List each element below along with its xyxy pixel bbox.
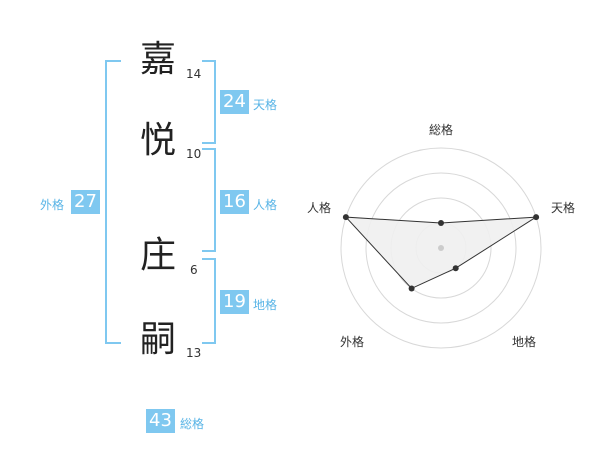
stroke-count-3: 6	[190, 263, 198, 277]
name-char-4: 嗣	[140, 319, 177, 360]
soukaku-value: 43	[146, 409, 175, 433]
radar-point-4	[342, 214, 349, 221]
radar-ring-4	[340, 147, 542, 349]
radar-points	[342, 214, 540, 292]
gaikaku-value: 27	[71, 190, 100, 214]
jinkaku-label: 人格	[253, 198, 278, 212]
name-char-1: 嘉	[140, 39, 177, 80]
stroke-count-2: 10	[186, 147, 202, 161]
tenkaku-bracket	[202, 60, 216, 144]
stroke-count-1: 14	[186, 67, 202, 81]
radar-ring-3	[365, 172, 517, 324]
name-char-2: 悦	[140, 120, 177, 161]
radar-data-polygon	[344, 216, 537, 290]
radar-label-soukaku: 総格	[429, 122, 453, 137]
chikaku-label: 地格	[253, 298, 278, 312]
radar-label-tenkaku: 天格	[551, 200, 575, 215]
radar-point-1	[533, 214, 540, 221]
jinkaku-bracket	[202, 148, 216, 252]
soukaku-label: 総格	[180, 417, 205, 431]
tenkaku-label: 天格	[253, 98, 278, 112]
jinkaku-value: 16	[220, 190, 249, 214]
chikaku-value: 19	[220, 290, 249, 314]
radar-point-2	[452, 265, 459, 272]
radar-point-3	[408, 285, 415, 292]
tenkaku-value: 24	[220, 90, 249, 114]
radar-label-chikaku: 地格	[512, 334, 536, 349]
chikaku-bracket	[202, 258, 216, 344]
radar-point-0	[438, 220, 444, 226]
radar-label-gaikaku: 外格	[340, 334, 364, 349]
gaikaku-label: 外格	[40, 198, 65, 212]
name-char-3: 庄	[140, 235, 177, 276]
radar-label-jinkaku: 人格	[307, 200, 331, 215]
radar-center-dot	[438, 245, 444, 251]
stroke-count-4: 13	[186, 346, 202, 360]
gaikaku-bracket	[105, 60, 121, 344]
